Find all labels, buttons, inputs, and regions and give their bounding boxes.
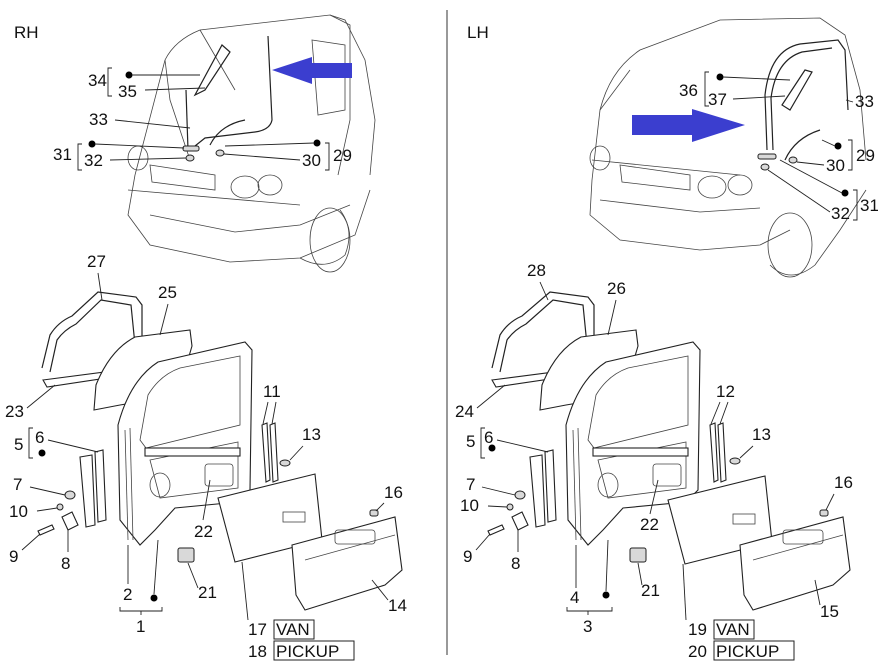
lh-label-29: 29 — [856, 146, 875, 165]
rh-label-22: 22 — [194, 522, 213, 541]
rh-truck-cab-drawing — [127, 14, 376, 273]
lh-label-30: 30 — [826, 156, 845, 175]
rh-side-label: RH — [14, 23, 39, 42]
rh-label-6: 6 — [35, 428, 44, 447]
rh-label-11: 11 — [263, 382, 281, 401]
rh-direction-arrow-icon — [272, 57, 352, 84]
lh-pickup-box — [713, 640, 795, 661]
rh-van-box — [273, 619, 315, 640]
lh-label-9: 9 — [463, 547, 472, 566]
rh-door-assembly-drawing — [37, 291, 403, 611]
lh-label-5: 5 — [466, 432, 475, 451]
rh-label-7: 7 — [13, 475, 22, 494]
rh-label-1: 1 — [136, 617, 145, 636]
lh-label-31: 31 — [860, 196, 878, 215]
lh-label-12: 12 — [716, 382, 735, 401]
rh-label-9: 9 — [9, 547, 18, 566]
rh-label-33: 33 — [89, 110, 108, 129]
lh-label-3: 3 — [583, 617, 592, 636]
lh-side-label: LH — [467, 23, 489, 42]
lh-label-16: 16 — [834, 473, 853, 492]
lh-label-22: 22 — [640, 515, 659, 534]
lh-label-13: 13 — [752, 425, 771, 444]
lh-label-21: 21 — [641, 581, 660, 600]
lh-label-19: 19 — [688, 620, 707, 639]
lh-door-assembly-drawing — [487, 291, 851, 611]
rh-label-30: 30 — [302, 151, 321, 170]
rh-label-2: 2 — [123, 585, 132, 604]
rh-label-van: VAN — [276, 620, 310, 639]
rh-label-32: 32 — [84, 151, 103, 170]
lh-label-van: VAN — [716, 620, 750, 639]
rh-label-27: 27 — [87, 252, 106, 271]
rh-label-35: 35 — [118, 82, 137, 101]
rh-label-8: 8 — [61, 554, 70, 573]
rh-label-31: 31 — [53, 145, 72, 164]
rh-label-13: 13 — [302, 425, 321, 444]
rh-label-25: 25 — [158, 283, 177, 302]
lh-label-28: 28 — [527, 261, 546, 280]
lh-van-box — [713, 619, 755, 640]
lh-label-20: 20 — [688, 642, 707, 661]
rh-label-10: 10 — [9, 502, 28, 521]
rh-label-34: 34 — [88, 71, 107, 90]
lh-label-24: 24 — [455, 402, 474, 421]
lh-label-pickup: PICKUP — [716, 642, 779, 661]
rh-panel: RH 34 — [5, 14, 407, 661]
lh-truck-cab-drawing — [589, 17, 867, 278]
lh-label-15: 15 — [820, 602, 839, 621]
rh-label-23: 23 — [5, 402, 24, 421]
lh-label-8: 8 — [511, 554, 520, 573]
lh-panel: LH 36 37 33 — [455, 17, 878, 661]
lh-label-7: 7 — [466, 475, 475, 494]
rh-label-5: 5 — [14, 435, 23, 454]
lh-label-33: 33 — [855, 92, 874, 111]
lh-label-4: 4 — [570, 588, 579, 607]
lh-label-36: 36 — [679, 81, 698, 100]
rh-label-pickup: PICKUP — [276, 642, 339, 661]
lh-label-26: 26 — [607, 279, 626, 298]
rh-label-21: 21 — [198, 583, 217, 602]
rh-label-14: 14 — [388, 596, 407, 615]
lh-label-37: 37 — [708, 90, 727, 109]
rh-label-16: 16 — [384, 483, 403, 502]
rh-label-29: 29 — [333, 146, 352, 165]
lh-label-32: 32 — [831, 204, 850, 223]
lh-direction-arrow-icon — [632, 109, 745, 142]
lh-label-10: 10 — [460, 496, 479, 515]
rh-label-18: 18 — [248, 642, 267, 661]
rh-label-17: 17 — [248, 620, 267, 639]
rh-pickup-box — [273, 640, 355, 661]
lh-label-6: 6 — [484, 428, 493, 447]
